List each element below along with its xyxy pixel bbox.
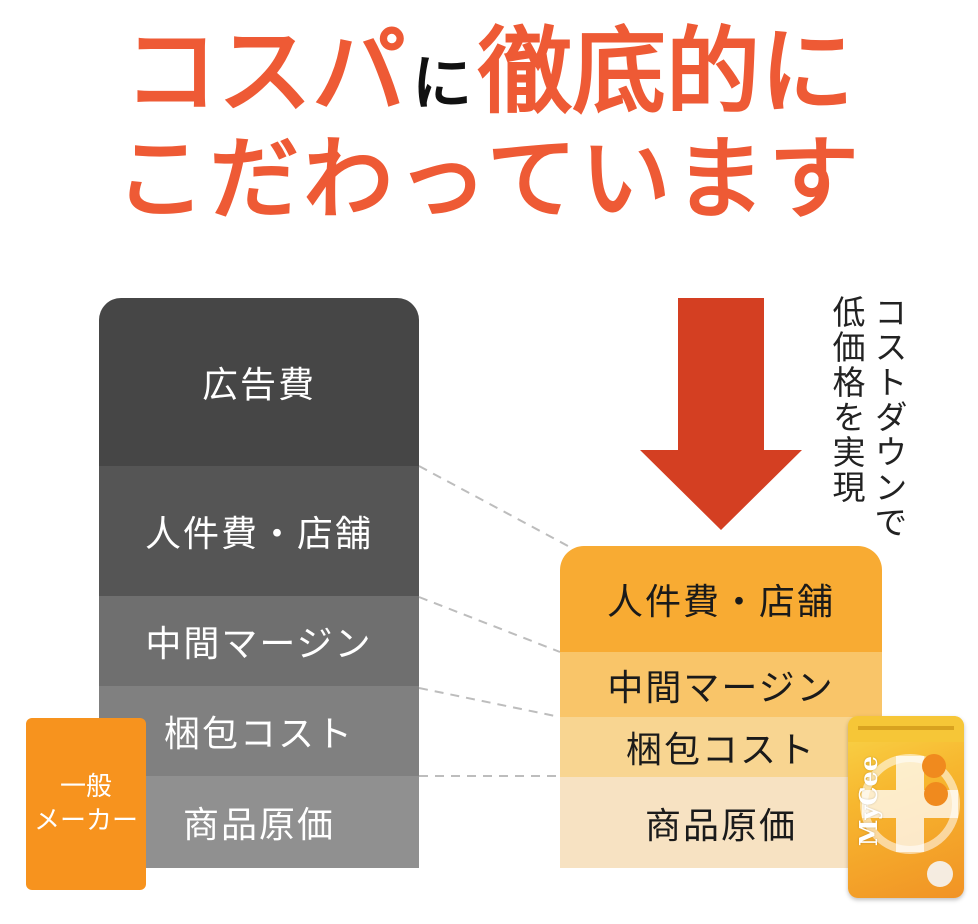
product-badge-bottom	[927, 861, 953, 887]
product-badge-top	[922, 754, 946, 778]
product-text-line	[858, 726, 954, 730]
product-cross-graphic	[848, 716, 964, 887]
general-maker-badge: 一般 メーカー	[26, 718, 146, 890]
product-plus-mark	[862, 756, 958, 852]
layer-product-cost-own-label: 商品原価	[644, 805, 797, 847]
layer-packaging-cost: 梱包コスト	[99, 686, 419, 776]
layer-intermediate-margin-own-label: 中間マージン	[607, 667, 835, 709]
layer-staff-store-own: 人件費・店舗	[560, 546, 882, 652]
product-ring	[860, 754, 960, 854]
layer-intermediate-margin-label: 中間マージン	[145, 624, 373, 665]
headline-line-2: こだわっています	[115, 127, 863, 232]
general-maker-cost-stack: 広告費 人件費・店舗 中間マージン 梱包コスト 商品原価	[99, 298, 419, 868]
connector-margin	[418, 596, 561, 653]
annotation-cost-down: コストダウンで	[869, 295, 908, 540]
layer-staff-store-own-label: 人件費・店舗	[606, 582, 835, 623]
badge-line-1: 一般	[59, 772, 112, 802]
headline-ni: に	[412, 49, 472, 119]
layer-advertising-label: 広告費	[201, 365, 316, 406]
connector-packaging	[418, 687, 561, 718]
layer-packaging-cost-label: 梱包コスト	[163, 714, 354, 755]
cost-down-arrow-icon	[640, 298, 802, 530]
connector-staff	[418, 465, 569, 547]
product-badge-middle	[924, 782, 948, 806]
layer-packaging-cost-own-label: 梱包コスト	[625, 730, 816, 771]
layer-intermediate-margin-own: 中間マージン	[560, 652, 882, 717]
arrow-shape	[640, 298, 802, 530]
layer-advertising: 広告費	[99, 298, 419, 466]
product-package-image: MyCee	[848, 716, 964, 898]
layer-product-cost-own: 商品原価	[560, 777, 882, 868]
headline-costpa: コスパ	[123, 18, 406, 127]
layer-intermediate-margin: 中間マージン	[99, 596, 419, 686]
layer-staff-store: 人件費・店舗	[99, 466, 419, 596]
annotation-low-price: 低価格を実現	[827, 295, 866, 505]
own-product-cost-stack: 人件費・店舗 中間マージン 梱包コスト 商品原価	[560, 546, 882, 868]
headline-tetteiteki: 徹底的に	[478, 18, 855, 127]
badge-line-2: メーカー	[33, 806, 138, 836]
layer-product-cost-label: 商品原価	[182, 805, 335, 846]
layer-product-cost: 商品原価	[99, 776, 419, 868]
layer-packaging-cost-own: 梱包コスト	[560, 717, 882, 777]
product-brand-text: MyCee	[854, 756, 883, 847]
layer-staff-store-label: 人件費・店舗	[144, 514, 373, 555]
headline-line-1: コスパに徹底的に	[0, 18, 978, 128]
